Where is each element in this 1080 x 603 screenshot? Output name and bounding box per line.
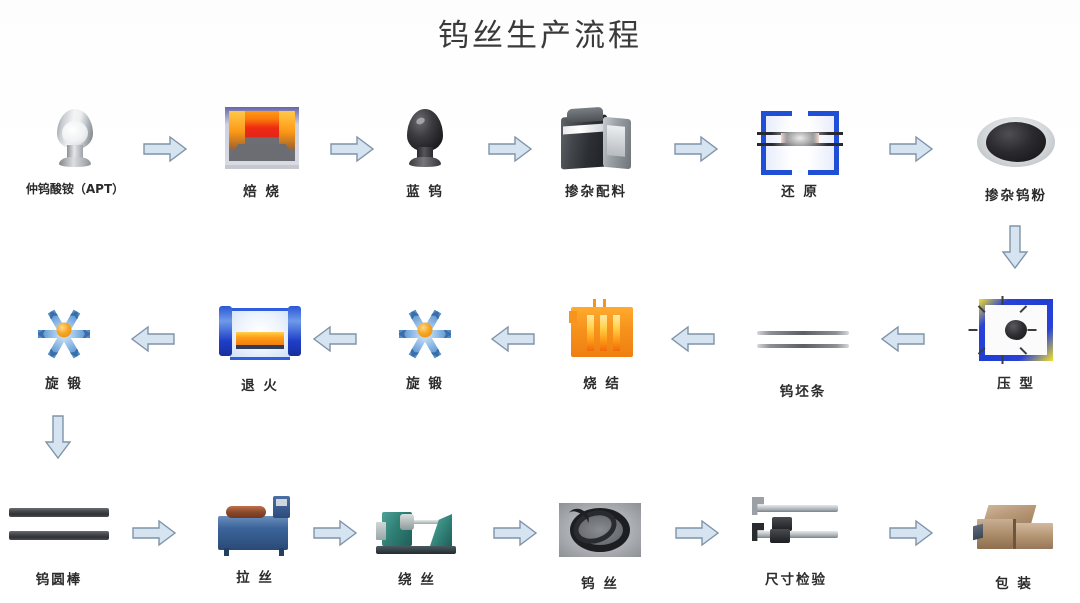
flow-node-label: 压 型	[997, 376, 1035, 392]
flow-node-billet[interactable]: 钨坯条	[744, 300, 862, 400]
doping-mixer-icon	[537, 100, 655, 176]
flow-node-label: 烧 结	[583, 376, 621, 392]
reduction-furnace-icon	[741, 100, 859, 176]
flow-node-label: 钨 丝	[581, 576, 619, 592]
doped-tungsten-powder-icon	[957, 104, 1075, 180]
flow-node-label: 蓝 钨	[406, 184, 444, 200]
rotary-swaging-icon	[5, 292, 123, 368]
flow-node-label: 掺杂配料	[565, 184, 627, 200]
flow-node-swaging-2[interactable]: 旋 锻	[366, 292, 484, 392]
flow-node-blue-tungsten[interactable]: 蓝 钨	[366, 100, 484, 200]
tungsten-billet-icon	[744, 300, 862, 376]
flow-node-round-bar[interactable]: 钨圆棒	[0, 488, 118, 588]
flow-node-label: 焙 烧	[243, 184, 281, 200]
flow-node-tungsten-wire[interactable]: 钨 丝	[541, 492, 659, 592]
flow-node-apt[interactable]: 仲钨酸铵（APT）	[16, 100, 134, 197]
flow-node-label: 旋 锻	[406, 376, 444, 392]
arrow-right-r1-4	[673, 134, 719, 164]
flow-node-label: 钨坯条	[779, 384, 827, 400]
arrow-right-r1-3	[487, 134, 533, 164]
flow-node-swaging-1[interactable]: 旋 锻	[5, 292, 123, 392]
flow-node-label: 绕 丝	[398, 572, 436, 588]
arrow-right-r1-2	[329, 134, 375, 164]
flow-node-packaging[interactable]: 包 装	[955, 492, 1073, 592]
sintering-furnace-icon	[543, 292, 661, 368]
flow-node-label: 旋 锻	[45, 376, 83, 392]
arrow-right-r3-5	[888, 518, 934, 548]
arrow-right-r1-5	[888, 134, 934, 164]
connector-arrow-down-left	[43, 414, 73, 460]
flow-node-label: 尺寸检验	[765, 572, 827, 588]
arrow-right-r3-3	[492, 518, 538, 548]
arrow-right-r3-1	[131, 518, 177, 548]
flow-node-calcination[interactable]: 焙 烧	[203, 100, 321, 200]
caliper-inspection-icon	[737, 488, 855, 564]
calcination-furnace-icon	[203, 100, 321, 176]
flow-node-sintering[interactable]: 烧 结	[543, 292, 661, 392]
arrow-left-r2-3	[490, 324, 536, 354]
page-title: 钨丝生产流程	[438, 18, 642, 54]
arrow-right-r1-1	[142, 134, 188, 164]
wire-winding-machine-icon	[358, 488, 476, 564]
flow-node-label: 还 原	[781, 184, 819, 200]
flow-node-label: 仲钨酸铵（APT）	[25, 182, 125, 196]
annealing-furnace-icon	[201, 294, 319, 370]
arrow-left-r2-2	[670, 324, 716, 354]
rotary-swaging-icon	[366, 292, 484, 368]
pressing-die-icon	[957, 292, 1075, 368]
tungsten-wire-coil-icon	[541, 492, 659, 568]
flow-node-wire-winding[interactable]: 绕 丝	[358, 488, 476, 588]
arrow-left-r2-1	[880, 324, 926, 354]
tungsten-round-bar-icon	[0, 488, 118, 564]
wire-drawing-machine-icon	[196, 486, 314, 562]
blue-tungsten-icon	[366, 100, 484, 176]
arrow-right-r3-4	[674, 518, 720, 548]
flow-node-doped-powder[interactable]: 掺杂钨粉	[957, 104, 1075, 204]
packaging-boxes-icon	[955, 492, 1073, 568]
flow-node-wire-drawing[interactable]: 拉 丝	[196, 486, 314, 586]
flow-node-annealing[interactable]: 退 火	[201, 294, 319, 394]
flow-node-reduction[interactable]: 还 原	[741, 100, 859, 200]
flow-node-label: 掺杂钨粉	[985, 188, 1047, 204]
flow-node-label: 包 装	[995, 576, 1033, 592]
arrow-left-r2-5	[130, 324, 176, 354]
arrow-left-r2-4	[312, 324, 358, 354]
connector-arrow-down-right	[1000, 224, 1030, 270]
flow-node-pressing[interactable]: 压 型	[957, 292, 1075, 392]
flow-node-dimension-inspection[interactable]: 尺寸检验	[737, 488, 855, 588]
apt-jar-icon	[16, 100, 134, 176]
flow-node-label: 钨圆棒	[35, 572, 83, 588]
flow-node-label: 拉 丝	[236, 570, 274, 586]
flow-node-doping[interactable]: 掺杂配料	[537, 100, 655, 200]
arrow-right-r3-2	[312, 518, 358, 548]
flow-node-label: 退 火	[241, 378, 279, 394]
